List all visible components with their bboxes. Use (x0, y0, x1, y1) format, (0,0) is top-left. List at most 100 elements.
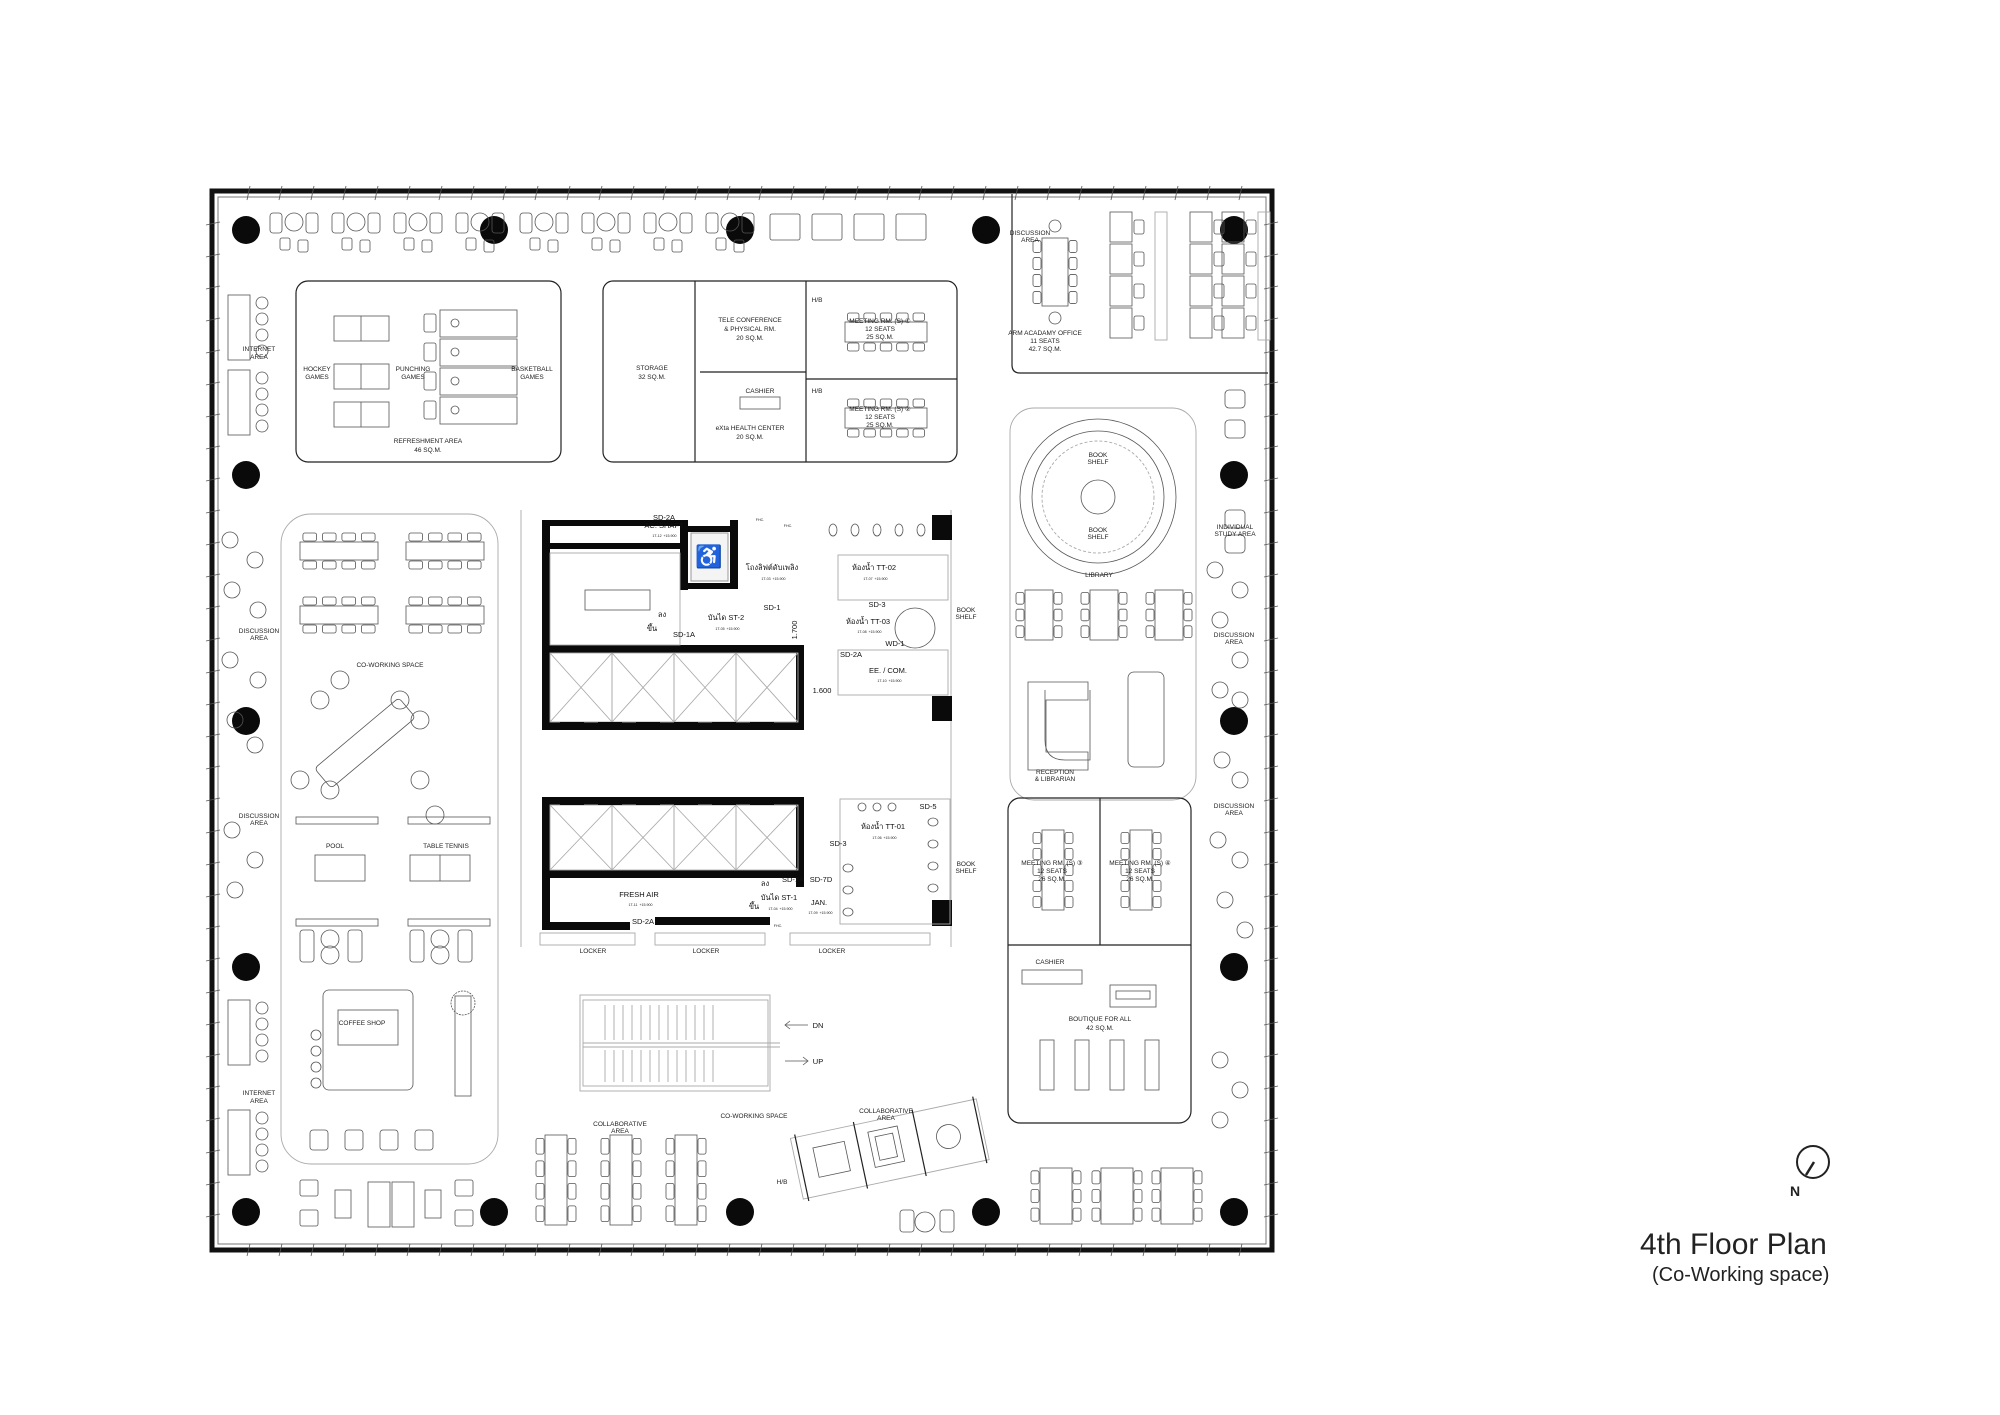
lounge-chair (1211, 1051, 1229, 1069)
lounge-chair (246, 736, 264, 754)
mullion (205, 893, 221, 898)
armchair (591, 237, 603, 251)
booth-desk (769, 213, 801, 241)
chair (665, 1182, 675, 1200)
core-labels: SD-2A AC. SHAFT 1T-12+15.900 FHC. FHC. โ… (619, 513, 936, 928)
chair (1213, 315, 1225, 331)
chair (697, 1137, 707, 1155)
mullion (1263, 1213, 1279, 1218)
chair (896, 428, 909, 438)
mullion (246, 1243, 251, 1257)
label-escalator-up: UP (813, 1057, 823, 1066)
arcade-machine (439, 338, 518, 367)
label-reception: RECEPTION& LIBRARIAN (1035, 769, 1076, 783)
chair (1053, 608, 1063, 622)
lounge-chair (1231, 771, 1249, 789)
mullion (406, 185, 411, 201)
chair (1080, 625, 1090, 638)
toilet-icon (842, 907, 854, 917)
chair (1145, 625, 1155, 638)
chair (1213, 251, 1225, 267)
chair (1120, 848, 1130, 861)
sofa (519, 212, 533, 234)
mullion (1206, 185, 1211, 201)
label-coffee-shop: COFFEE SHOP (339, 1020, 386, 1027)
mullion (205, 1149, 221, 1154)
toilet-icon (927, 817, 939, 827)
chair (1030, 1207, 1040, 1222)
arcade-seat (423, 313, 437, 333)
chair (1193, 1170, 1203, 1185)
clothing-rack (1144, 1039, 1160, 1091)
chair (1015, 592, 1025, 605)
lounge-table (408, 212, 428, 232)
lounge-chair (1236, 921, 1254, 939)
lounge-chair (226, 711, 244, 729)
mullion (1263, 797, 1279, 802)
mullion (1263, 413, 1279, 418)
table (1041, 829, 1065, 911)
stool (255, 371, 269, 385)
mullion (278, 1243, 283, 1257)
stool (255, 1159, 269, 1173)
washbasin-icon (887, 802, 897, 812)
chair (1064, 848, 1074, 861)
chair (1133, 219, 1145, 235)
mullion (374, 1243, 379, 1257)
lounge-chair (1216, 891, 1234, 909)
tag-code: 1T-10 (877, 679, 886, 683)
escalator-down-arrow (784, 1020, 808, 1030)
chair (535, 1137, 545, 1155)
lounge-chair (221, 651, 239, 669)
sofa (939, 1209, 955, 1233)
pier (750, 797, 774, 805)
chair (879, 312, 893, 322)
lounge-chair (1231, 691, 1249, 709)
refreshment-area (295, 280, 562, 463)
chair (1032, 880, 1042, 893)
mullion (205, 221, 221, 226)
mullion (205, 637, 221, 642)
washbasin-icon (872, 802, 882, 812)
mullion (1110, 1243, 1115, 1257)
mullion (1263, 381, 1279, 386)
chair (428, 532, 443, 542)
desk (1221, 307, 1245, 339)
mullion (982, 185, 987, 201)
chair (1133, 251, 1145, 267)
mullion (1263, 285, 1279, 290)
arcade-machine (439, 396, 518, 425)
label-locker-1: LOCKER (580, 948, 607, 955)
internet-desk (227, 369, 251, 436)
bench (391, 1181, 415, 1228)
chair (697, 1205, 707, 1223)
chair (428, 596, 443, 606)
chair (1120, 896, 1130, 909)
core-label-tt01: ห้องน้ำ TT-01 (861, 821, 905, 831)
core-label-fhc-3: FHC. (774, 924, 782, 928)
chair (361, 532, 376, 542)
escalator-up-arrow (785, 1056, 809, 1066)
sofa (393, 212, 407, 234)
chair (302, 596, 317, 606)
lounge-chair (223, 581, 241, 599)
pier (636, 722, 660, 730)
armchair (483, 239, 495, 253)
mullion (205, 1213, 221, 1218)
tag-code: 1T-04 (768, 907, 777, 911)
mullion (205, 573, 221, 578)
table (674, 1134, 698, 1226)
arcade-target (450, 405, 460, 415)
sofa (555, 212, 569, 234)
chair (1183, 592, 1193, 605)
north-arrow: N (1790, 1145, 1830, 1199)
mullion (205, 509, 221, 514)
chair (1133, 315, 1145, 331)
mullion (1142, 1243, 1147, 1257)
chair (847, 398, 860, 408)
table (1100, 1167, 1134, 1225)
label-escalator-down: DN (813, 1021, 824, 1030)
